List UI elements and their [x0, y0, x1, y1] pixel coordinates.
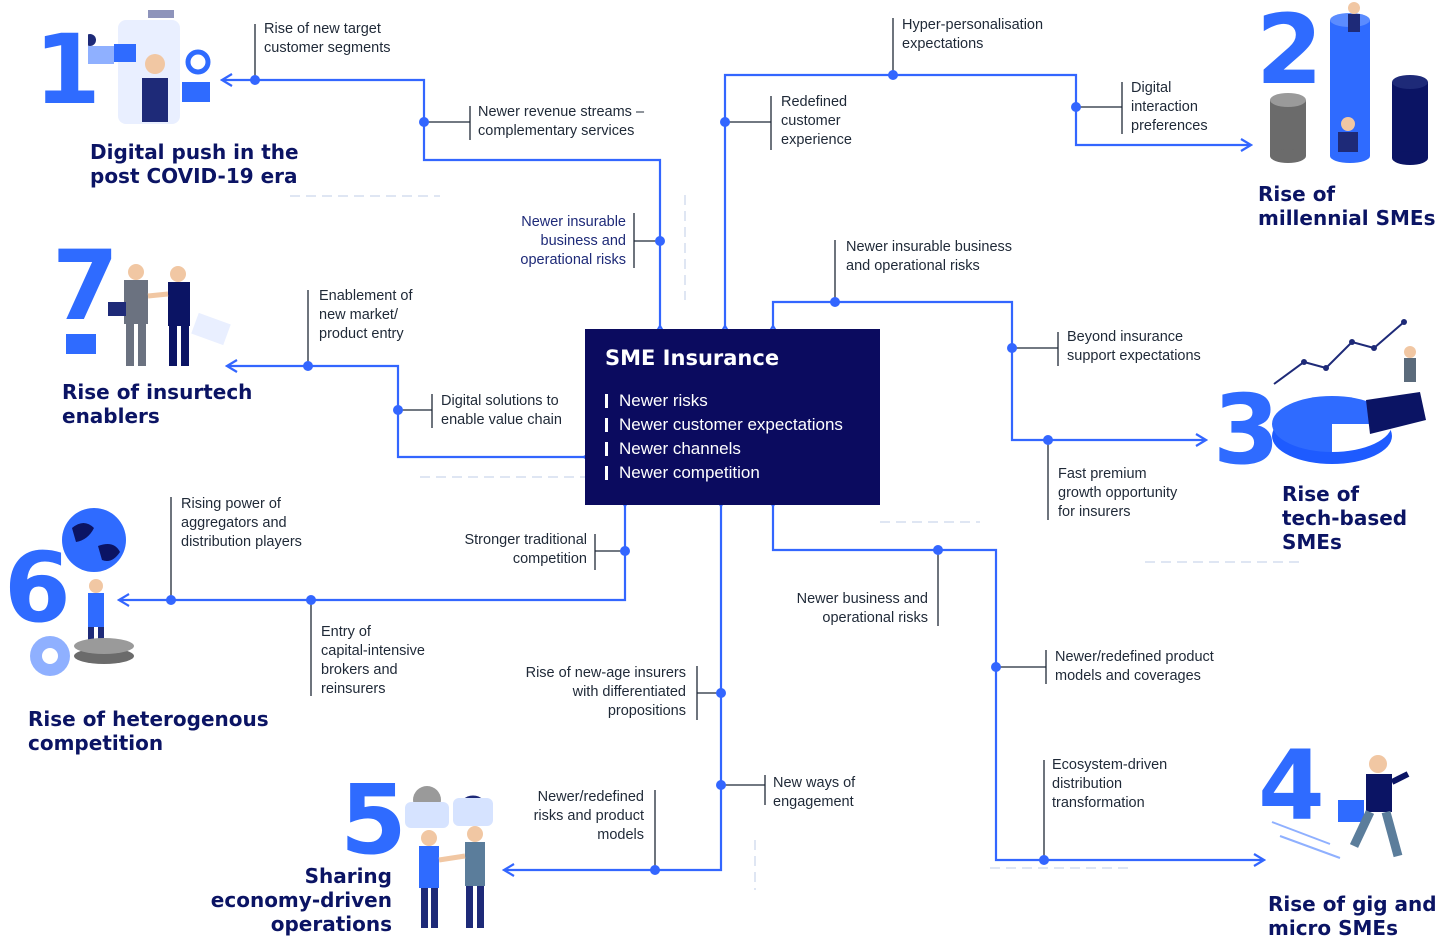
label-aggregators: Rising power of aggregators and distribu…	[181, 496, 302, 550]
label-business-risks-4: Newer business and operational risks	[796, 591, 928, 626]
label-new-age-insurers: Rise of new-age insurers with differenti…	[525, 665, 686, 719]
bullet-bar-icon	[605, 442, 608, 456]
label-capital-intensive: Entry of capital-intensive brokers and r…	[321, 624, 425, 697]
running-man-briefcase-icon	[1271, 755, 1410, 859]
center-item: Newer risks	[605, 389, 860, 413]
center-title: SME Insurance	[605, 346, 780, 370]
label-new-engagement: New ways of engagement	[773, 775, 856, 810]
handshake-ideas-icon	[405, 786, 493, 928]
trend-title-6: Rise of heterogenous competition	[28, 707, 269, 755]
label-product-models: Newer/redefined product models and cover…	[1055, 649, 1214, 684]
businessman-tablet-icon	[88, 10, 211, 124]
trend-number-6: 6	[4, 532, 71, 644]
bullet-bar-icon	[605, 466, 608, 480]
center-item: Newer competition	[605, 461, 860, 485]
bullet-bar-icon	[605, 418, 608, 432]
label-redefined-risks: Newer/redefined risks and product models	[533, 789, 644, 843]
trend-title-5: Sharing economy-driven operations	[210, 864, 392, 936]
center-item: Newer customer expectations	[605, 413, 860, 437]
label-beyond-insurance: Beyond insurance support expectations	[1067, 329, 1201, 364]
label-newer-revenue-streams: Newer revenue streams – complementary se…	[478, 104, 645, 139]
trend-title-4: Rise of gig and micro SMEs	[1268, 892, 1437, 940]
trend-number-4: 4	[1258, 730, 1325, 842]
trend-number-1: 1	[34, 14, 101, 126]
label-redefined-cx: Redefined customer experience	[781, 94, 852, 148]
trend-number-7: 7	[52, 230, 119, 342]
trend-title-7: Rise of insurtech enablers	[62, 380, 253, 428]
trend-number-2: 2	[1256, 0, 1323, 106]
label-digital-solutions: Digital solutions to enable value chain	[441, 393, 562, 428]
globe-coins-icon	[30, 508, 134, 676]
trend-title-3: Rise of tech-based SMEs	[1282, 482, 1408, 554]
label-digital-interaction: Digital interaction preferences	[1131, 80, 1208, 134]
label-traditional-competition: Stronger traditional competition	[464, 532, 587, 567]
label-market-entry: Enablement of new market/ product entry	[319, 288, 413, 342]
label-ecosystem-distribution: Ecosystem-driven distribution transforma…	[1052, 757, 1168, 811]
handshake-puzzle-icon	[66, 264, 231, 366]
trend-title-1: Digital push in the post COVID-19 era	[90, 140, 299, 188]
center-item: Newer channels	[605, 437, 860, 461]
label-fast-premium: Fast premium growth opportunity for insu…	[1058, 466, 1178, 520]
pie-chart-growth-icon	[1272, 319, 1426, 464]
label-new-target-segments: Rise of new target customer segments	[264, 21, 391, 56]
label-insurable-risks-3: Newer insurable business and operational…	[846, 239, 1013, 274]
cylinders-people-icon	[1270, 2, 1428, 165]
label-hyper-personalisation: Hyper-personalisation expectations	[902, 17, 1044, 52]
trend-number-5: 5	[340, 764, 407, 876]
trend-number-3: 3	[1213, 374, 1280, 486]
trend-title-2: Rise of millennial SMEs	[1258, 182, 1436, 230]
sme-insurance-box: SME Insurance Newer risks Newer customer…	[585, 329, 880, 505]
label-insurable-risks-1: Newer insurable business and operational…	[520, 214, 626, 268]
bullet-bar-icon	[605, 394, 608, 408]
